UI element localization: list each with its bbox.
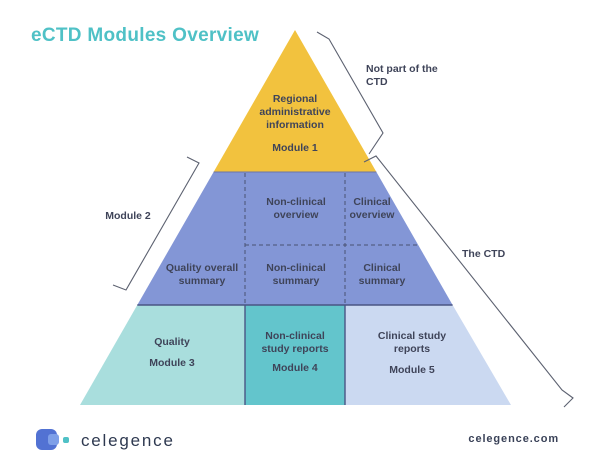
- module3-shape: [80, 305, 245, 405]
- celegence-logo: celegence: [36, 429, 175, 453]
- module5-tag: Module 5: [389, 364, 435, 376]
- celegence-logo-icon: [36, 429, 72, 453]
- module4-shape: [245, 305, 345, 405]
- page-title: eCTD Modules Overview: [31, 25, 260, 46]
- module4-label: Non-clinical study reports: [261, 330, 329, 355]
- brand-name: celegence: [81, 431, 175, 450]
- clinical-summary-label: Clinical summary: [358, 262, 406, 287]
- annotation-not-part-of-ctd: Not part of the CTD: [366, 63, 438, 88]
- module3-tag: Module 3: [149, 357, 195, 369]
- module2-shape: [137, 172, 453, 305]
- module5-label: Clinical study reports: [377, 330, 447, 355]
- annotation-module2: Module 2: [105, 210, 151, 222]
- bracket-module2: [112, 156, 200, 291]
- module4-tag: Module 4: [272, 362, 318, 374]
- module3-label: Quality: [154, 336, 190, 348]
- bracket-not-part-of-ctd: [316, 31, 384, 155]
- quality-overall-summary-label: Quality overall summary: [165, 262, 239, 287]
- logo-square-teal: [63, 437, 69, 443]
- nonclinical-summary-label: Non-clinical summary: [266, 262, 326, 287]
- website-link[interactable]: celegence.com: [468, 433, 559, 445]
- nonclinical-overview-label: Non-clinical overview: [266, 196, 326, 221]
- clinical-overview-label: Clinical overview: [349, 196, 395, 221]
- module1-tag: Module 1: [272, 142, 318, 154]
- bracket-the-ctd: [363, 155, 574, 408]
- annotation-the-ctd: The CTD: [462, 248, 506, 260]
- logo-square-lightblue: [48, 434, 59, 445]
- module1-label: Regional administrative information: [259, 93, 331, 131]
- module5-shape: [345, 305, 511, 405]
- module1-shape: [213, 30, 377, 172]
